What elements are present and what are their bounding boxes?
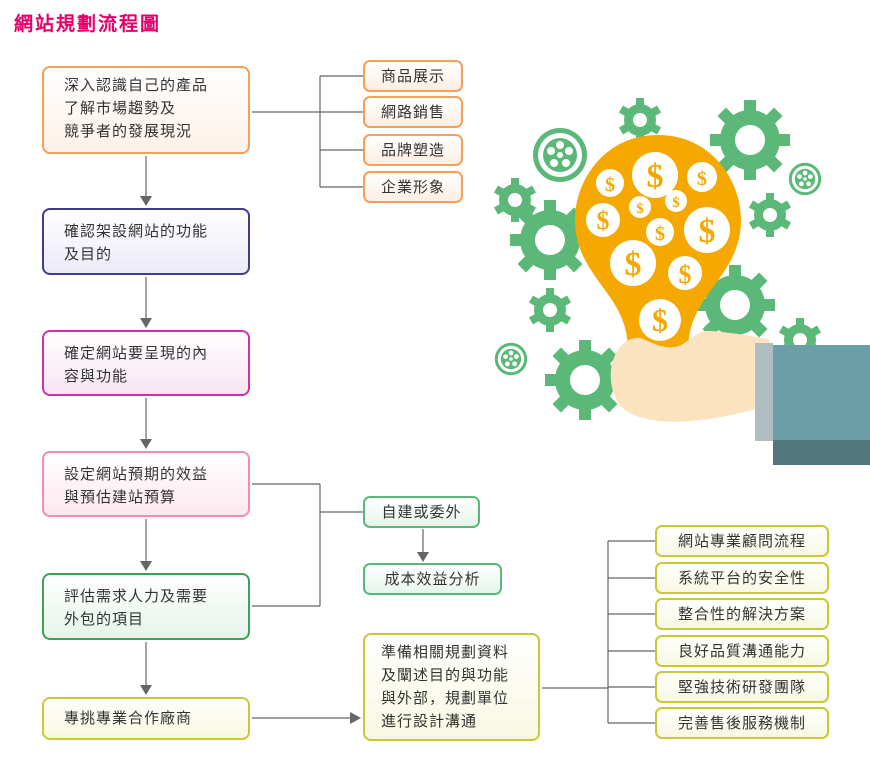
budget-pill: 自建或委外 bbox=[363, 496, 480, 528]
svg-text:$: $ bbox=[699, 213, 716, 250]
criteria-pill: 完善售後服務機制 bbox=[655, 707, 829, 739]
step-3-box: 確定網站要呈現的內 容與功能 bbox=[42, 330, 250, 396]
criteria-pill: 良好品質溝通能力 bbox=[655, 635, 829, 667]
criteria-pill: 整合性的解決方案 bbox=[655, 598, 829, 630]
step-1-box: 深入認識自己的產品 了解市場趨勢及 競爭者的發展現況 bbox=[42, 66, 250, 154]
page-title: 網站規劃流程圖 bbox=[14, 13, 162, 35]
criteria-pill: 堅強技術研發團隊 bbox=[655, 671, 829, 703]
prepare-box: 準備相關規劃資料 及闡述目的與功能 與外部，規劃單位 進行設計溝通 bbox=[363, 633, 540, 741]
budget-pill: 成本效益分析 bbox=[363, 563, 502, 595]
step-2-box: 確認架設網站的功能 及目的 bbox=[42, 208, 250, 275]
svg-text:$: $ bbox=[605, 174, 615, 196]
lightbulb-gears-illustration: $ $ $ $ $ $ $ $ $ $ $ bbox=[493, 98, 870, 465]
product-pill: 商品展示 bbox=[363, 60, 463, 92]
criteria-pill: 網站專業顧問流程 bbox=[655, 525, 829, 557]
svg-text:$: $ bbox=[655, 223, 665, 245]
svg-text:$: $ bbox=[597, 206, 610, 235]
product-pill: 網路銷售 bbox=[363, 96, 463, 128]
svg-text:$: $ bbox=[647, 158, 664, 195]
step-5-box: 評估需求人力及需要 外包的項目 bbox=[42, 573, 250, 640]
step-6-box: 專挑專業合作廠商 bbox=[42, 697, 250, 740]
svg-text:$: $ bbox=[697, 168, 707, 190]
svg-text:$: $ bbox=[625, 246, 642, 283]
step-4-box: 設定網站預期的效益 與預估建站預算 bbox=[42, 451, 250, 517]
product-pill: 品牌塑造 bbox=[363, 134, 463, 166]
svg-text:$: $ bbox=[679, 260, 692, 289]
svg-text:$: $ bbox=[672, 195, 680, 211]
svg-text:$: $ bbox=[636, 201, 644, 217]
criteria-pill: 系統平台的安全性 bbox=[655, 562, 829, 594]
product-pill: 企業形象 bbox=[363, 171, 463, 203]
svg-text:$: $ bbox=[652, 302, 668, 338]
